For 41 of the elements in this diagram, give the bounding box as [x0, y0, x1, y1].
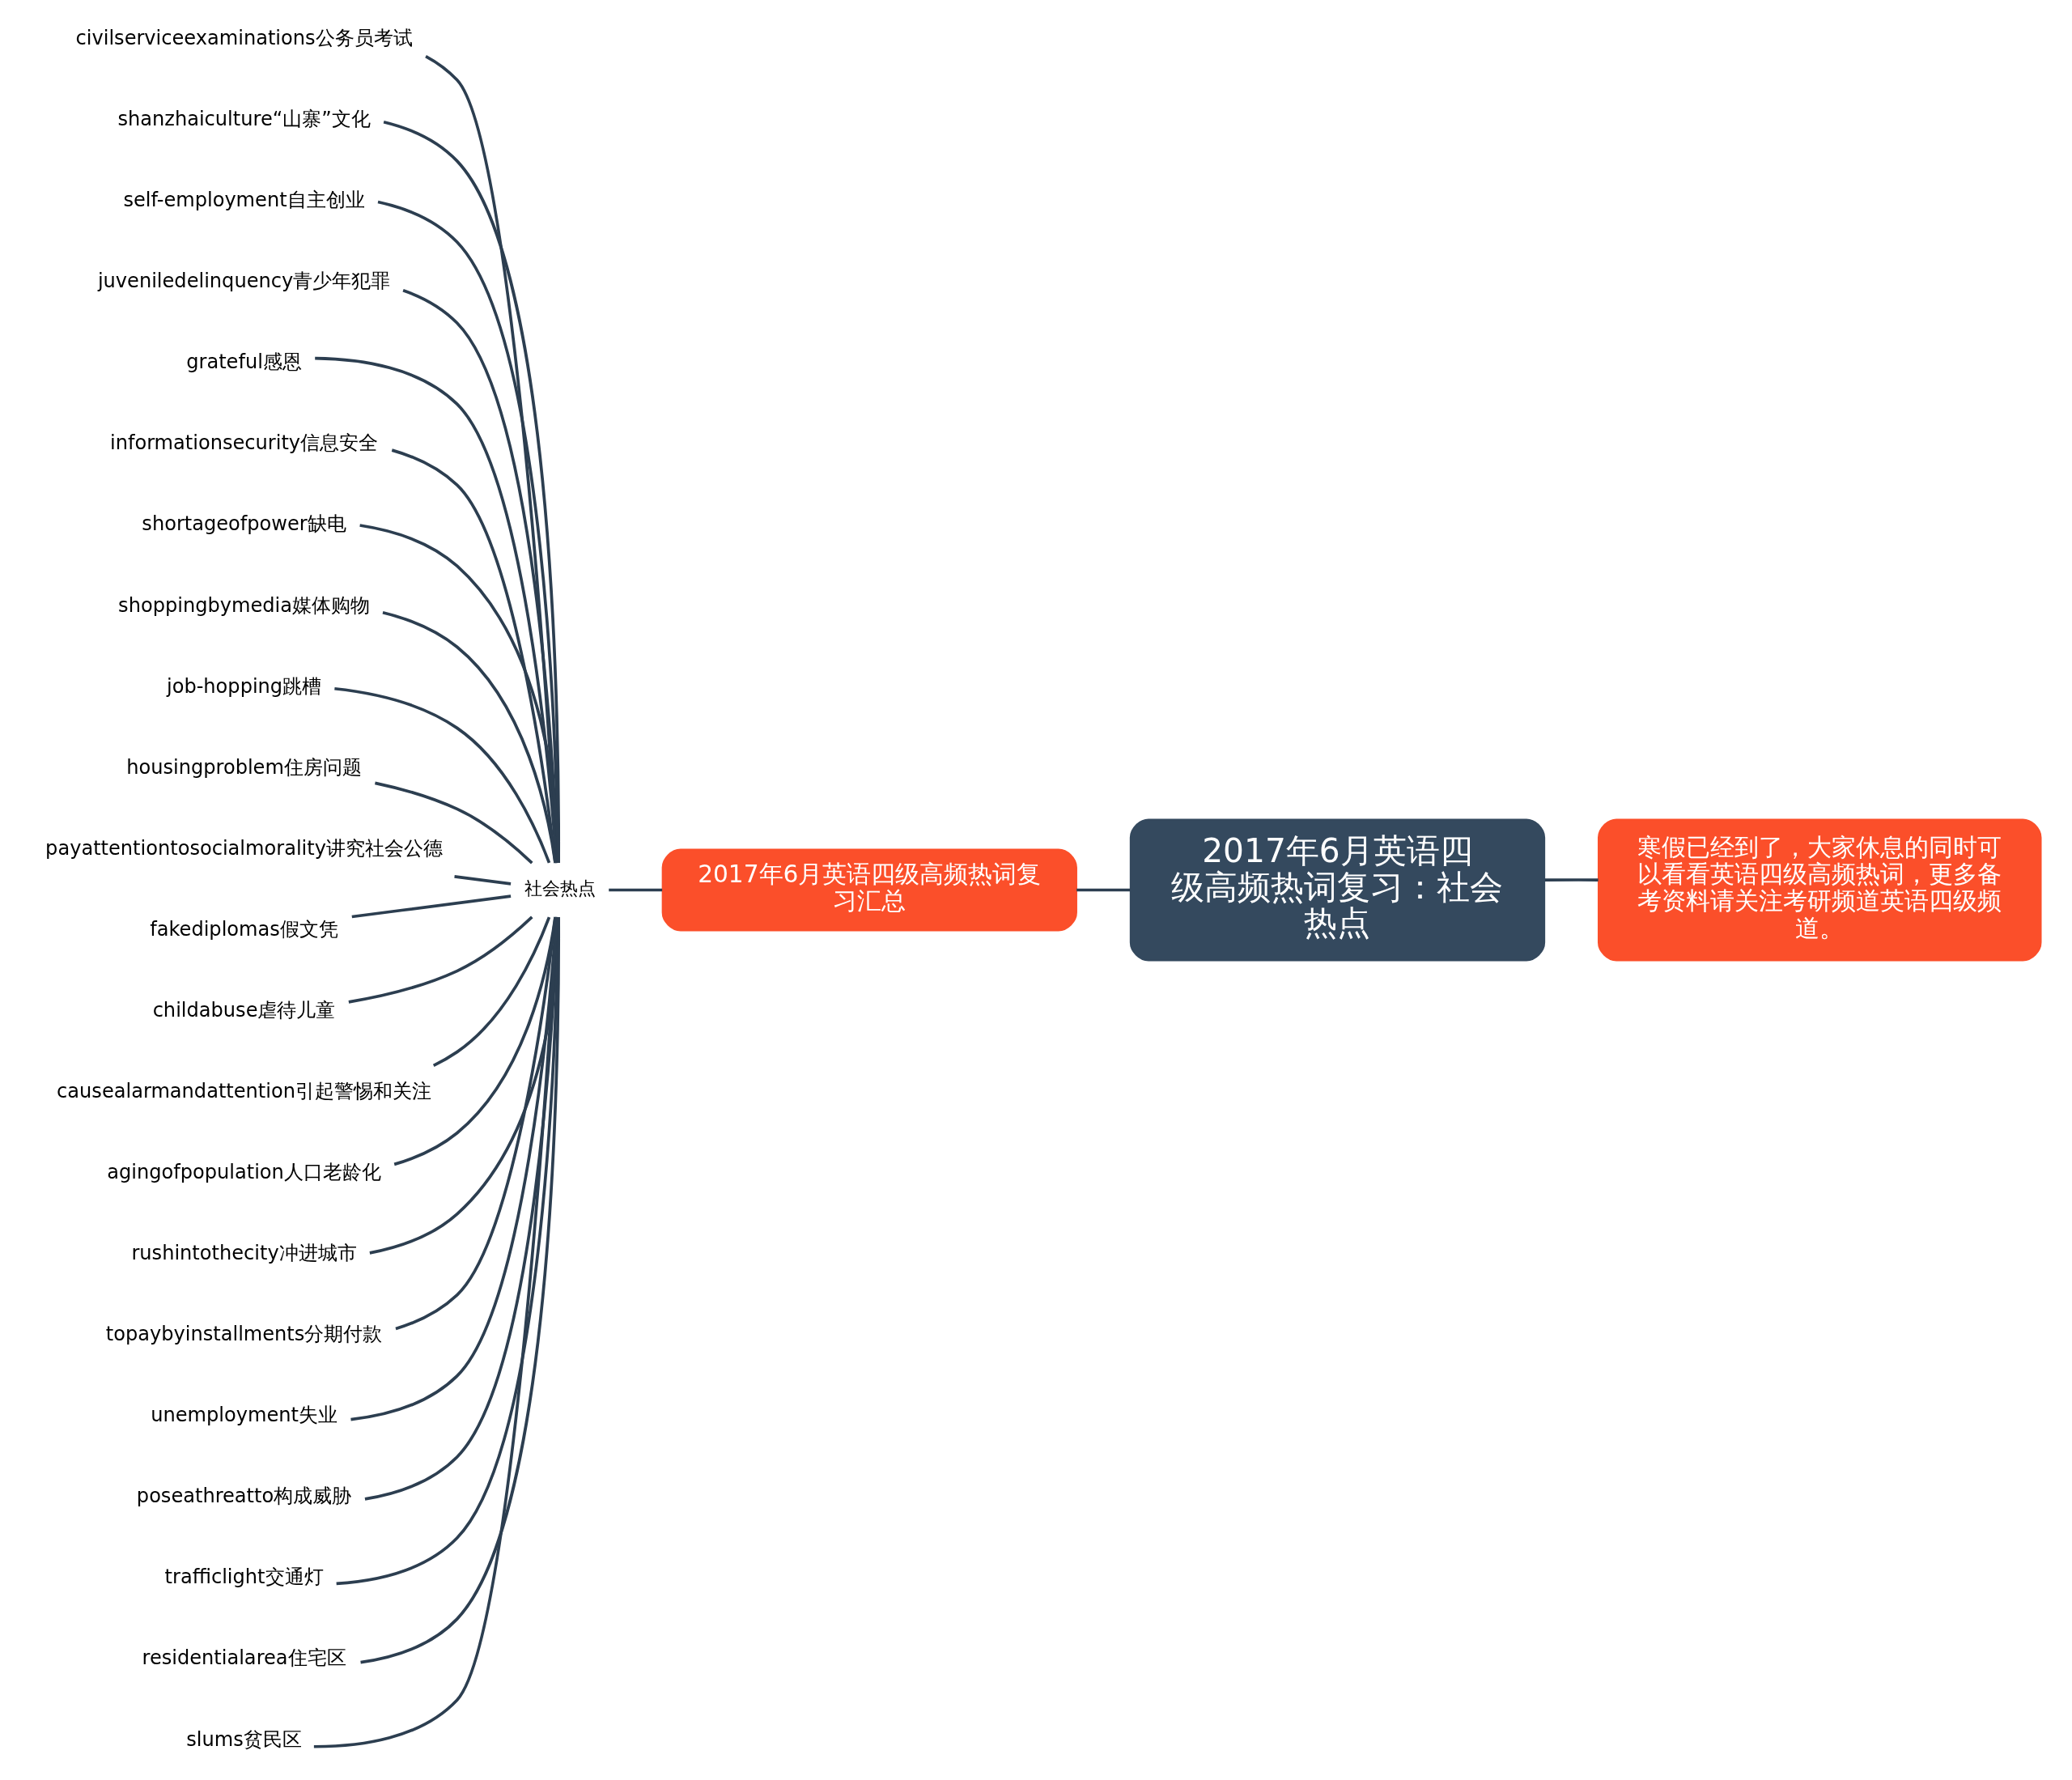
connector [609, 888, 663, 892]
connector [395, 916, 557, 1331]
connector [1544, 878, 1599, 882]
connector [348, 915, 533, 1004]
node-text: 社会热点 [524, 877, 596, 899]
node-text: slums贫民区 [186, 1727, 302, 1751]
connector [1076, 888, 1131, 892]
node-box: 2017年6月英语四级高频热词复习：社会热点 [1129, 818, 1546, 962]
connector [315, 356, 558, 864]
node-text: rushintothecity冲进城市 [131, 1242, 357, 1265]
node-text: residentialarea住宅区 [142, 1646, 346, 1670]
connector [334, 686, 551, 864]
node-text: self-employment自主创业 [123, 189, 365, 212]
node-text: payattentiontosocialmorality讲究社会公德 [45, 836, 443, 860]
node-box: 2017年6月英语四级高频热词复习汇总 [661, 848, 1077, 932]
connector [432, 916, 551, 1067]
connector [359, 524, 560, 864]
node-text: juveniledelinquency青少年犯罪 [97, 270, 391, 293]
node-text: agingofpopulation人口老龄化 [107, 1161, 381, 1184]
node-text: unemployment失业 [151, 1404, 338, 1427]
connector [313, 916, 558, 1748]
node-text: fakediplomas假文凭 [150, 917, 338, 941]
node-text: housingproblem住房问题 [126, 755, 362, 779]
connector [382, 611, 557, 864]
connector [351, 894, 512, 919]
node-text: causealarmandattention引起警惕和关注 [57, 1079, 431, 1102]
node-text: trafficlight交通灯 [164, 1565, 324, 1589]
node-text: topaybyinstallments分期付款 [105, 1323, 383, 1346]
node-text: informationsecurity信息安全 [110, 431, 379, 455]
node-text: grateful感恩 [186, 350, 302, 374]
connector [360, 917, 560, 1664]
node-text: childabuse虐待儿童 [152, 998, 336, 1022]
node-text: job-hopping跳槽 [166, 674, 322, 698]
node-text: shanzhaiculture“山寨”文化 [117, 108, 371, 131]
connector [375, 781, 533, 865]
connector [454, 875, 512, 886]
node-box: 寒假已经到了，大家休息的同时可以看看英语四级高频热词，更多备考资料请关注考研频道英语四级频道。 [1598, 818, 2042, 962]
node-text: shoppingbymedia媒体购物 [118, 593, 370, 617]
node-text: poseathreatto构成威胁 [136, 1485, 352, 1508]
node-text: civilserviceexaminations公务员考试 [75, 27, 413, 50]
node-text: shortageofpower缺电 [142, 512, 346, 536]
